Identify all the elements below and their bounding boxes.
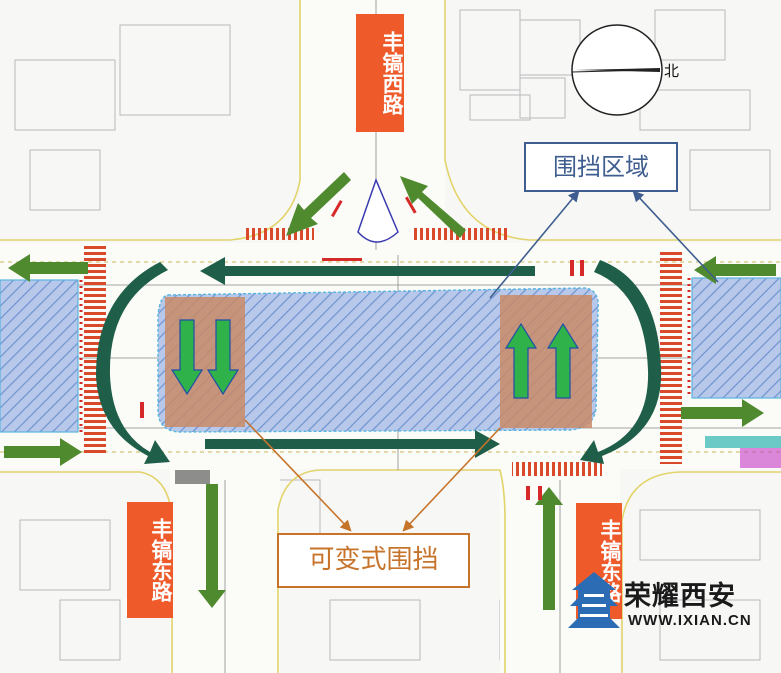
road-markings xyxy=(140,196,584,500)
detour-arrows xyxy=(96,257,662,464)
callout-connectors xyxy=(244,190,719,532)
watermark-title: 荣耀西安 xyxy=(624,581,736,612)
building-logo-icon xyxy=(568,572,620,628)
lane-arrows xyxy=(170,319,580,399)
callout-hoarding-area: 围挡区域 xyxy=(524,142,678,192)
median-strip xyxy=(705,436,781,448)
compass-north-label: 北 xyxy=(664,62,680,80)
north-compass-icon xyxy=(571,24,663,116)
road-sign-north: 丰镐西路 xyxy=(356,14,404,132)
median-strip-magenta xyxy=(740,448,781,468)
watermark-url: WWW.IXIAN.CN xyxy=(628,612,752,629)
hoarding-areas xyxy=(0,277,781,433)
road-sign-southwest: 丰镐东路 xyxy=(127,502,173,618)
hoarding-boundary-dots xyxy=(79,278,691,432)
north-median-island xyxy=(357,177,399,243)
watermark: 荣耀西安 WWW.IXIAN.CN xyxy=(566,568,776,638)
traffic-arrows xyxy=(4,172,776,610)
callout-variable-hoarding: 可变式围挡 xyxy=(277,533,470,588)
